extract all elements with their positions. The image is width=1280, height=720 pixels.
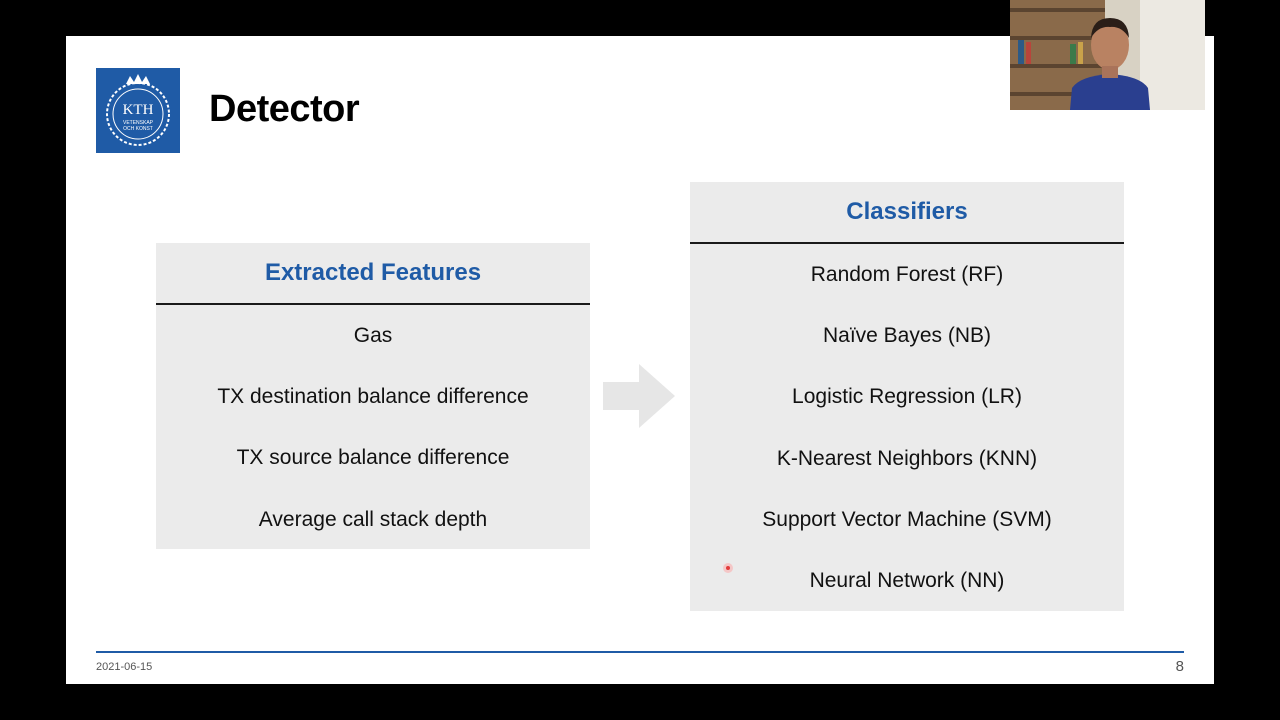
- features-header: Extracted Features: [156, 243, 590, 305]
- footer-divider: [96, 651, 1184, 653]
- feature-item: TX source balance difference: [236, 446, 510, 470]
- logo-subtext-1: VETENSKAP: [123, 120, 154, 126]
- slide: KTH VETENSKAP OCH KONST Detector Extract…: [66, 36, 1214, 684]
- feature-item: Average call stack depth: [258, 507, 488, 531]
- classifier-item: Support Vector Machine (SVM): [762, 507, 1052, 531]
- classifier-item: Random Forest (RF): [810, 262, 1004, 286]
- classifiers-panel: Classifiers Random Forest (RF) Naïve Bay…: [690, 182, 1124, 611]
- webcam-video: [1010, 0, 1205, 110]
- kth-logo: KTH VETENSKAP OCH KONST: [96, 68, 180, 153]
- classifiers-header: Classifiers: [690, 182, 1124, 244]
- logo-text: KTH: [123, 102, 154, 118]
- right-arrow-icon: [603, 364, 675, 433]
- page-number: 8: [1175, 658, 1184, 675]
- classifier-item: Neural Network (NN): [809, 569, 1005, 593]
- feature-item: TX destination balance difference: [217, 384, 529, 408]
- laser-pointer: [723, 563, 733, 573]
- logo-subtext-2: OCH KONST: [123, 126, 153, 132]
- slide-title: Detector: [209, 88, 360, 130]
- classifier-item: K-Nearest Neighbors (KNN): [776, 446, 1038, 470]
- extracted-features-panel: Extracted Features Gas TX destination ba…: [156, 243, 590, 549]
- footer-date: 2021-06-15: [96, 661, 153, 673]
- classifier-item: Logistic Regression (LR): [792, 385, 1022, 409]
- kth-crest-icon: KTH VETENSKAP OCH KONST: [106, 74, 170, 146]
- feature-item: Gas: [353, 323, 393, 347]
- classifier-item: Naïve Bayes (NB): [822, 323, 992, 347]
